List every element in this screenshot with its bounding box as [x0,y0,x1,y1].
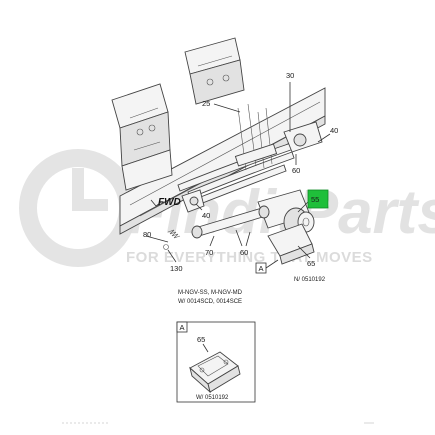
callout-60-right: 60 [292,166,300,175]
detail-view-callout: 65 [197,335,205,344]
torque-rod-lower [191,205,270,239]
callout-65: 65 [307,259,315,268]
highlight-box-55 [307,189,329,209]
shackle-spring [163,229,181,250]
model-note-line2: W/ 0014SCD, 0014SCE [178,299,242,305]
watermark-tagline: FOR EVERYTHING THAT MOVES [126,249,373,266]
callout-60-bottom: 60 [240,248,248,257]
callout-70: 70 [205,248,213,257]
detail-view-a: A 65 W/ 0510192 [176,321,256,403]
spring-hanger-right [283,121,323,153]
view-marker-a-label: A [259,264,264,273]
callout-25: 25 [202,99,210,108]
watermark-logo-icon [19,149,137,267]
model-note-line1: M-NGV-SS, M-NGV-MD [178,290,243,296]
detail-view-tag: A [180,323,185,332]
detail-view-ref: W/ 0510192 [196,395,229,401]
detail-saddle-bracket [189,351,241,394]
model-note: M-NGV-SS, M-NGV-MD W/ 0014SCD, 0014SCE [178,290,243,305]
fwd-label: FWD [158,197,181,208]
callout-40-left: 40 [202,211,210,220]
callout-130: 130 [170,264,183,273]
view-marker-a: A [255,259,279,274]
saddle-bracket [267,223,315,265]
crossmember-rear [111,83,173,191]
callout-30: 30 [286,71,294,80]
callout-80: 80 [143,230,151,239]
fwd-indicator: FWD [150,197,181,208]
ref-number: N/ 0510192 [294,277,326,283]
callout-55: 55 [311,195,319,204]
u-bolts [234,103,278,171]
callout-40-right: 40 [330,126,338,135]
crossmember-front [184,37,245,105]
callouts: 30 25 40 60 55 40 80 70 60 130 65 N/ 051… [143,71,338,283]
